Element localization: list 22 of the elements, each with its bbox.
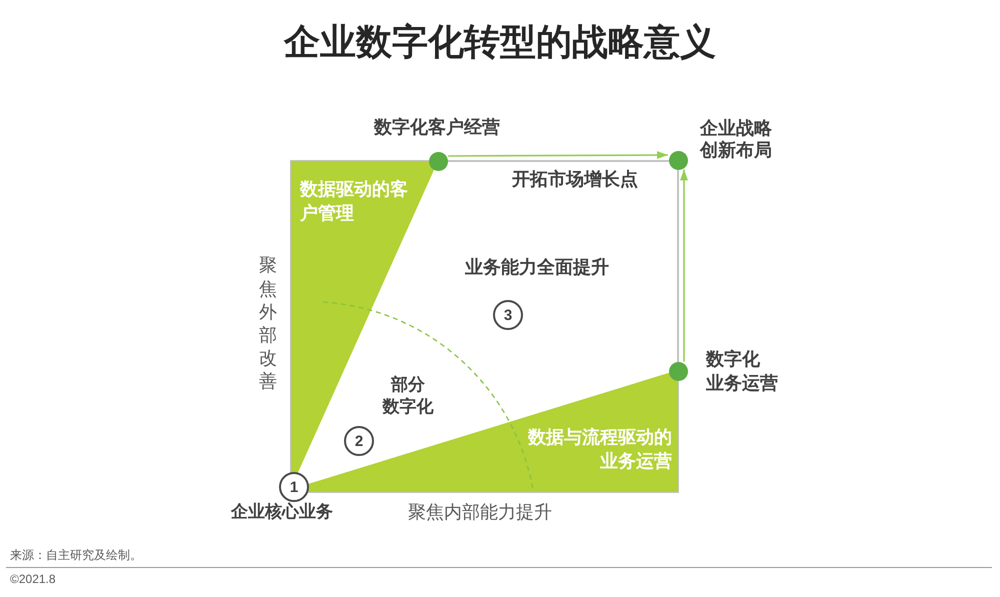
area-label: 数据驱动的客户管理	[300, 178, 409, 225]
area-label: 数据与流程驱动的业务运营	[526, 426, 672, 473]
node-dot	[668, 362, 688, 380]
node-caption: 数字化业务运营	[706, 348, 779, 394]
node-caption: 业务能力全面提升	[465, 256, 609, 280]
step-number: 1	[279, 472, 309, 502]
node-caption: 企业战略创新布局	[700, 116, 773, 162]
node-dot	[668, 150, 688, 170]
axis-label: 聚焦内部能力提升	[408, 501, 552, 524]
page-title: 企业数字化转型的战略意义	[284, 20, 716, 64]
node-caption: 数字化客户经营	[374, 116, 500, 140]
node-dot	[428, 152, 448, 170]
arrow	[448, 151, 668, 160]
axis-label: 聚焦外部改善	[258, 254, 278, 393]
step-number: 2	[344, 426, 374, 456]
copyright-text: ©2021.8	[10, 572, 56, 588]
edge-label: 开拓市场增长点	[512, 168, 638, 192]
region-label: 部分数字化	[381, 374, 434, 418]
node-caption: 企业核心业务	[231, 500, 333, 523]
step-number: 3	[493, 300, 523, 330]
source-note: 来源：自主研究及绘制。	[10, 548, 142, 564]
arrow	[680, 169, 688, 362]
